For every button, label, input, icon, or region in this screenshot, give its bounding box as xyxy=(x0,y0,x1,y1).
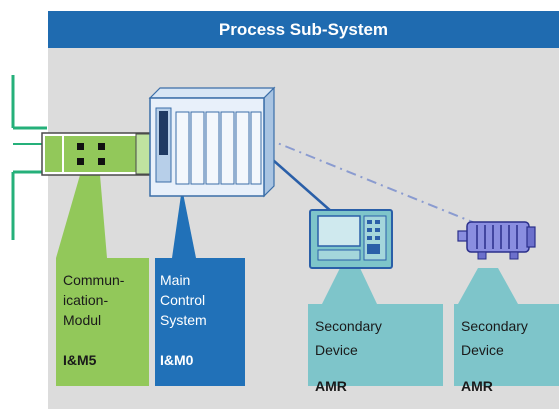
comm-module-line-1: Commun- xyxy=(63,272,125,288)
main-control-label: Main Control System I&M0 xyxy=(160,270,207,370)
secondary-device-2-line-1: Secondary xyxy=(461,318,528,334)
main-callout-shape xyxy=(172,188,196,258)
comm-module-label: Commun- ication- Modul I&M5 xyxy=(63,270,124,370)
secondary-device-2-label: Secondary Device AMR xyxy=(461,316,528,396)
secondary-device-2-line-2: Device xyxy=(461,342,504,358)
secondary-device-1-line-2: Device xyxy=(315,342,358,358)
main-control-code: I&M0 xyxy=(160,352,194,368)
module-icon xyxy=(41,132,154,176)
hmi-panel-icon xyxy=(309,209,393,269)
secondary-device-1-label: Secondary Device AMR xyxy=(315,316,382,396)
secondary2-callout-shape xyxy=(458,268,518,304)
comm-callout-box xyxy=(56,258,149,386)
diagram-title: Process Sub-System xyxy=(48,11,559,48)
comm-callout-shape xyxy=(56,175,107,258)
motor-connection-line xyxy=(264,137,476,224)
comm-module-code: I&M5 xyxy=(63,352,97,368)
plc-rack-icon xyxy=(148,86,276,198)
secondary-device-1-code: AMR xyxy=(315,378,347,394)
comm-module-line-2: ication- xyxy=(63,292,109,308)
secondary-device-1-line-1: Secondary xyxy=(315,318,382,334)
secondary1-callout-box xyxy=(308,304,443,386)
main-callout-box xyxy=(155,258,245,386)
secondary2-callout-box xyxy=(454,304,559,386)
motor-icon xyxy=(457,221,536,260)
secondary1-callout-shape xyxy=(322,268,377,304)
hmi-connection-line xyxy=(264,152,333,213)
main-control-line-3: System xyxy=(160,312,207,328)
main-control-line-2: Control xyxy=(160,292,206,308)
secondary-device-2-code: AMR xyxy=(461,378,493,394)
main-control-line-1: Main xyxy=(160,272,191,288)
comm-module-line-3: Modul xyxy=(63,312,102,328)
